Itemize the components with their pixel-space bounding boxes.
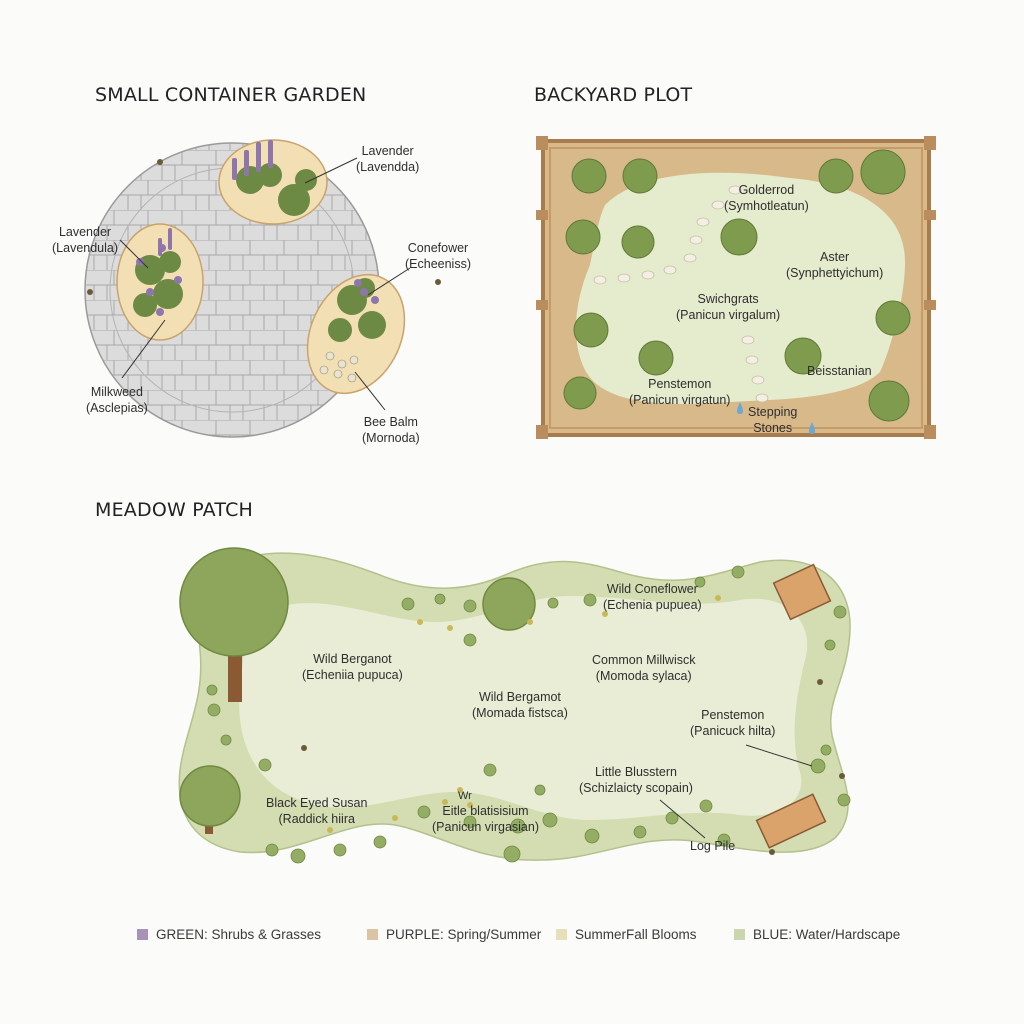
container-garden: [84, 139, 441, 438]
backyard-label-beisstanian: Beisstanian: [807, 364, 872, 378]
meadow-label-wild-coneflower: Wild Coneflower(Echenia pupuea): [603, 582, 702, 612]
meadow-label-eitle-blatisisium: Eitle blatisisium(Panicun virgasian): [432, 804, 539, 834]
legend-swatch: [367, 928, 378, 940]
legend-swatch: [137, 928, 148, 940]
meadow-label-common-millwisck: Common Millwisck(Momoda sylaca): [592, 653, 696, 683]
legend-label: PURPLE: Spring/Summer: [386, 926, 542, 942]
legend-item-purple: PURPLE: Spring/Summer: [367, 926, 541, 942]
legend-label: SummerFall Blooms: [575, 926, 697, 942]
container-label-milkweed: Milkweed(Asclepias): [86, 385, 148, 415]
backyard-label-switchgrass: Swichgrats(Panicun virgalum): [676, 292, 781, 322]
backyard-label-penstemon: Penstemon(Panicun virgatun): [629, 377, 731, 407]
container-garden-title: SMALL CONTAINER GARDEN: [95, 84, 367, 106]
meadow-label-log-pile: Log Pile: [690, 839, 736, 853]
meadow-label-little-bluestem: Little Blusstern(Schizlaicty scopain): [579, 765, 693, 795]
backyard-plot-title: BACKYARD PLOT: [534, 84, 693, 106]
meadow-patch: [178, 547, 851, 864]
container-label-lavender-left: Lavender(Lavendula): [52, 225, 119, 255]
meadow-label-wr: Wr: [458, 790, 472, 802]
meadow-patch-title: MEADOW PATCH: [95, 499, 254, 521]
container-label-lavender-top: Lavender(Lavendda): [356, 144, 420, 174]
backyard-label-aster: Aster(Synphettyichum): [786, 250, 884, 280]
meadow-label-black-eyed-susan: Black Eyed Susan(Raddick hiira: [266, 796, 368, 826]
container-label-bee-balm: Bee Balm(Mornoda): [362, 415, 420, 445]
meadow-label-wild-berganot: Wild Berganot(Echeniia pupuca): [302, 652, 403, 682]
meadow-trees: [179, 547, 536, 834]
backyard-label-goldenrod: Golderrod(Symhotleatun): [724, 183, 809, 213]
planter-bed-right: [306, 273, 406, 395]
legend-label: BLUE: Water/Hardscape: [753, 926, 901, 942]
legend-label: GREEN: Shrubs & Grasses: [156, 926, 322, 942]
meadow-inner: [239, 596, 808, 820]
legend-swatch: [734, 928, 745, 940]
backyard-plot: [536, 136, 936, 439]
legend-item-summerfall: SummerFall Blooms: [556, 926, 697, 942]
container-label-coneflower: Conefower(Echeeniss): [405, 241, 471, 271]
legend-item-blue: BLUE: Water/Hardscape: [734, 926, 900, 942]
meadow-label-penstemon: Penstemon(Panicuck hilta): [690, 708, 776, 738]
meadow-label-wild-bergamot: Wild Bergamot(Momada fistsca): [472, 690, 568, 720]
legend-swatch: [556, 928, 567, 940]
legend-item-green: GREEN: Shrubs & Grasses: [137, 926, 321, 942]
